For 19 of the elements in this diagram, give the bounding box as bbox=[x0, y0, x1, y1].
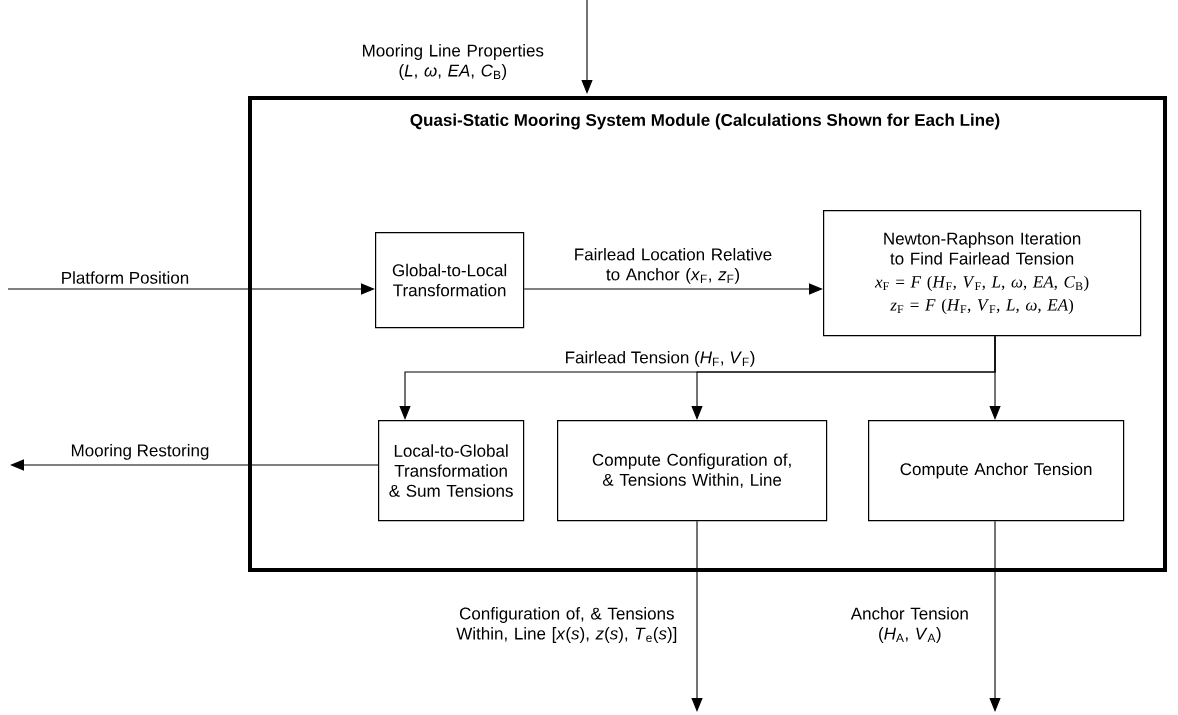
edge-label: Mooring Restoring bbox=[71, 443, 209, 460]
arrow bbox=[691, 520, 703, 712]
arrow bbox=[7, 283, 375, 295]
process-box: Compute Anchor Tension bbox=[868, 420, 1125, 522]
process-box: Global-to-Local Transformation bbox=[375, 232, 525, 329]
arrow bbox=[989, 335, 1001, 420]
process-box: Local-to-Global Transformation & Sum Tensions bbox=[378, 420, 525, 522]
arrow bbox=[581, 0, 593, 94]
edge-label: Fairlead Tension (H$_{F}$, V$_{F}$) bbox=[566, 350, 755, 367]
edge-label: Mooring Line Properties (L, ω, EA, C$_{B}$) bbox=[363, 44, 544, 80]
edge-label: Configuration of, & Tensions Within, Line [x(s), z(s), T$_{e}$(s)] bbox=[456, 607, 677, 643]
process-box: Compute Configuration of, & Tensions Within, Line bbox=[557, 420, 828, 522]
arrow bbox=[989, 520, 1001, 712]
edge-label: Platform Position bbox=[62, 271, 189, 284]
arrow bbox=[10, 459, 379, 471]
edge-label: Anchor Tension (H$_{A}$, V$_{A}$) bbox=[850, 607, 968, 643]
process-box: Newton-Raphson Iteration to Find Fairlead Tension x$_{F}$ = F (H$_{F}$, V$_{F}$, L, ω, EA, C$_{B}$) z$_{F}$ = F (H$_{F}$, V$_{F}$, L, ω, EA) bbox=[823, 210, 1142, 337]
arrow bbox=[523, 283, 823, 295]
edge-label: Fairlead Location Relative to Anchor (x$_{F}$, z$_{F}$) bbox=[575, 247, 772, 284]
